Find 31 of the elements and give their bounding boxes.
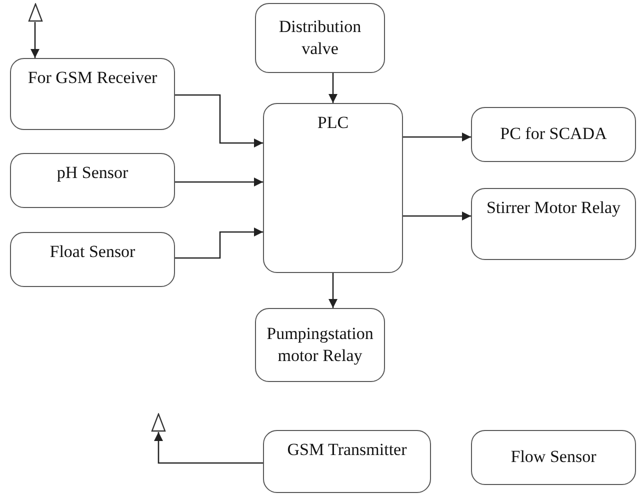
box-label: For GSM Receiver	[28, 67, 158, 89]
box-label: Float Sensor	[50, 241, 136, 263]
process-box	[10, 58, 175, 130]
process-box	[10, 153, 175, 208]
process-box	[255, 3, 385, 73]
process-box	[255, 308, 385, 382]
arrow	[154, 432, 263, 464]
arrow	[328, 273, 338, 308]
process-box	[471, 107, 636, 162]
process-box	[471, 430, 636, 485]
arrow	[403, 212, 471, 220]
box-label: Stirrer Motor Relay	[486, 197, 621, 219]
box-label: PC for SCADA	[500, 123, 607, 146]
process-box	[471, 188, 636, 260]
process-box	[263, 430, 431, 493]
arrow	[175, 228, 263, 259]
arrow	[403, 132, 471, 142]
box-label: GSM Transmitter	[287, 439, 407, 461]
box-label: Distribution valve	[278, 16, 362, 60]
process-box	[10, 232, 175, 287]
antenna-icon	[28, 3, 43, 22]
box-label: pH Sensor	[56, 162, 128, 184]
box-label: Pumpingstation motor Relay	[266, 322, 374, 367]
arrow	[30, 22, 40, 58]
process-box	[263, 103, 403, 273]
arrow	[328, 73, 338, 103]
arrow	[175, 178, 263, 186]
antenna-icon	[151, 413, 166, 432]
arrow	[175, 94, 263, 148]
box-label: PLC	[317, 112, 349, 134]
box-label: Flow Sensor	[510, 446, 596, 468]
